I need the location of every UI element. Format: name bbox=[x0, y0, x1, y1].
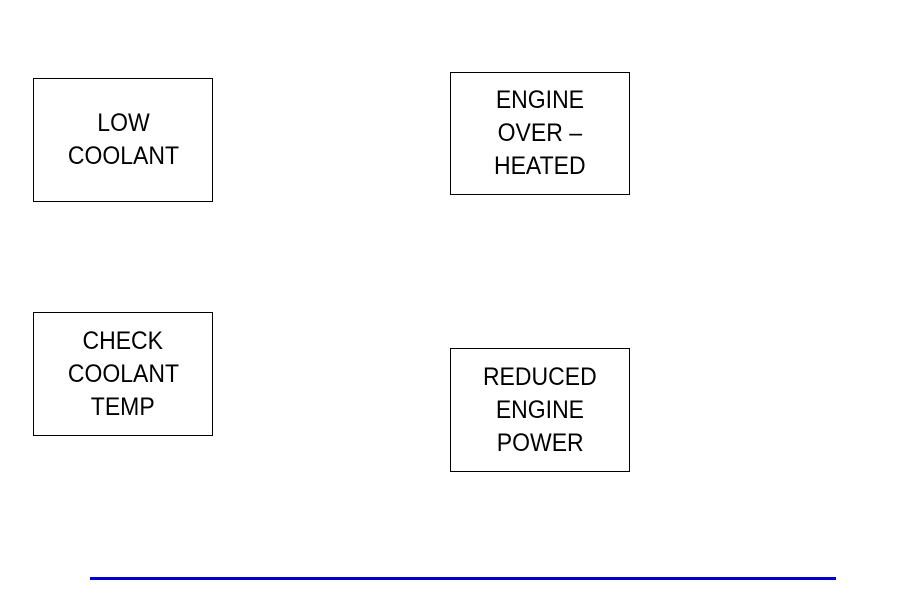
message-line: CHECK bbox=[83, 325, 164, 358]
check-coolant-temp-message: CHECK COOLANT TEMP bbox=[33, 312, 213, 436]
message-line: ENGINE bbox=[496, 84, 584, 117]
message-line: TEMP bbox=[91, 391, 155, 424]
message-line: LOW bbox=[97, 107, 149, 140]
message-line: COOLANT bbox=[67, 140, 178, 173]
message-line: OVER – bbox=[498, 117, 582, 150]
engine-overheated-message: ENGINE OVER – HEATED bbox=[450, 72, 630, 195]
message-line: COOLANT bbox=[67, 358, 178, 391]
low-coolant-message: LOW COOLANT bbox=[33, 78, 213, 202]
message-line: REDUCED bbox=[483, 361, 597, 394]
message-line: POWER bbox=[497, 427, 584, 460]
message-line: ENGINE bbox=[496, 394, 584, 427]
message-line: HEATED bbox=[494, 150, 586, 183]
bottom-rule bbox=[90, 577, 836, 580]
reduced-engine-power-message: REDUCED ENGINE POWER bbox=[450, 348, 630, 472]
